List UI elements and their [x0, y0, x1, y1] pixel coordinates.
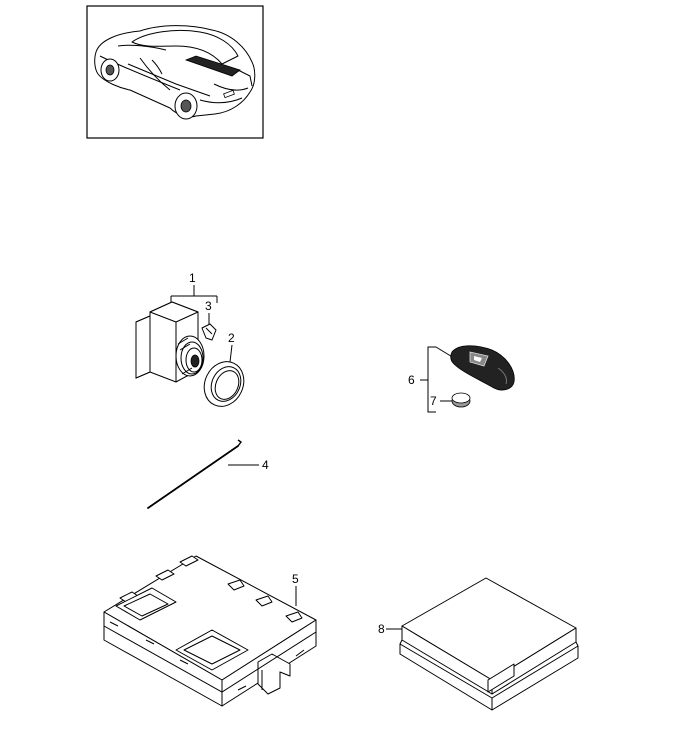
callout-8-group: 8	[378, 622, 402, 636]
callout-7: 7	[430, 394, 437, 408]
control-unit-icon	[135, 301, 205, 383]
callout-6: 6	[408, 373, 415, 387]
control-module-icon	[103, 555, 317, 707]
control-module	[103, 555, 317, 707]
callout-2-group: 2	[203, 331, 245, 407]
callout-5-group: 5	[292, 572, 299, 606]
packaging-box-icon	[399, 577, 579, 711]
clip-icon	[201, 323, 217, 341]
callout-4: 4	[262, 458, 269, 472]
callout-3: 3	[205, 299, 212, 313]
remote-key-icon	[450, 345, 515, 391]
antitheft-control-unit	[135, 301, 205, 383]
callout-5: 5	[292, 572, 299, 586]
battery-cell-icon	[451, 392, 471, 408]
callout-1-group: 1	[170, 271, 218, 303]
vehicle-thumbnail	[86, 5, 264, 139]
callout-2: 2	[228, 331, 235, 345]
callout-8: 8	[378, 622, 385, 636]
packaging-box	[399, 577, 579, 711]
rod-icon	[147, 439, 243, 509]
sealing-ring-icon	[203, 361, 245, 407]
callout-4-group: 4	[147, 439, 269, 509]
car-thumbnail-icon	[94, 25, 256, 120]
callout-3-group: 3	[201, 299, 217, 341]
remote-key	[450, 345, 515, 391]
callout-1: 1	[189, 271, 196, 285]
callout-7-group: 7	[430, 392, 471, 408]
